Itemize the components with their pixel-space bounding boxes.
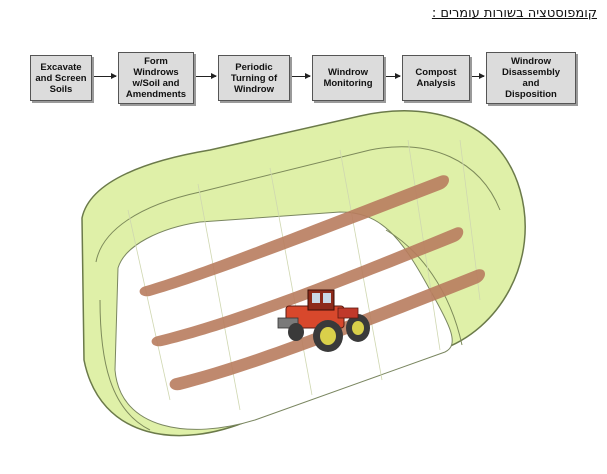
flow-arrow (196, 73, 217, 79)
step-label-line: Windrow (233, 83, 274, 95)
enclosure-rim (99, 299, 151, 431)
flow-arrow (386, 73, 401, 79)
enclosure-rim (95, 146, 501, 263)
step-label-line: w/Soil and (132, 78, 180, 89)
step-form-windrows: Form Windrows w/Soil and Amendments (118, 52, 194, 104)
step-label-line: and Screen (35, 72, 87, 84)
step-periodic-turning: Periodic Turning of Windrow (218, 55, 290, 101)
step-windrow-monitoring: Windrow Monitoring (312, 55, 384, 101)
step-label-line: Analysis (416, 78, 456, 89)
step-label-line: and (522, 78, 540, 89)
flow-arrow (292, 73, 311, 79)
enclosure-rim (385, 229, 463, 346)
process-flowchart: Excavate and Screen Soils Form Windrows … (30, 52, 578, 107)
windrow (139, 175, 449, 297)
step-label-line: Monitoring (323, 78, 373, 89)
step-label-line: Soils (49, 83, 73, 95)
step-label-line: Form (144, 56, 168, 67)
flow-arrow (472, 73, 485, 79)
step-compost-analysis: Compost Analysis (402, 55, 470, 101)
flow-arrow (94, 73, 117, 79)
step-label-line: Windrows (133, 67, 179, 78)
windrow (151, 227, 464, 347)
step-label-line: Windrow (327, 67, 368, 78)
step-label-line: Disposition (505, 89, 557, 100)
step-label-line: Amendments (125, 89, 187, 100)
frame-lines (127, 139, 481, 411)
step-excavate-and-screen-soils: Excavate and Screen Soils (30, 55, 92, 101)
step-label-line: Windrow (510, 56, 552, 67)
step-label-line: Periodic (235, 61, 273, 73)
page-heading: קומפוסטציה בשורות עומרים : (431, 6, 597, 21)
step-windrow-disassembly: Windrow Disassembly and Disposition (486, 52, 576, 104)
step-label-line: Excavate (40, 61, 82, 73)
step-label-line: Compost (415, 67, 457, 78)
step-label-line: Turning of (230, 72, 278, 84)
turner-tractor (277, 289, 370, 352)
step-label-line: Disassembly (501, 67, 561, 78)
